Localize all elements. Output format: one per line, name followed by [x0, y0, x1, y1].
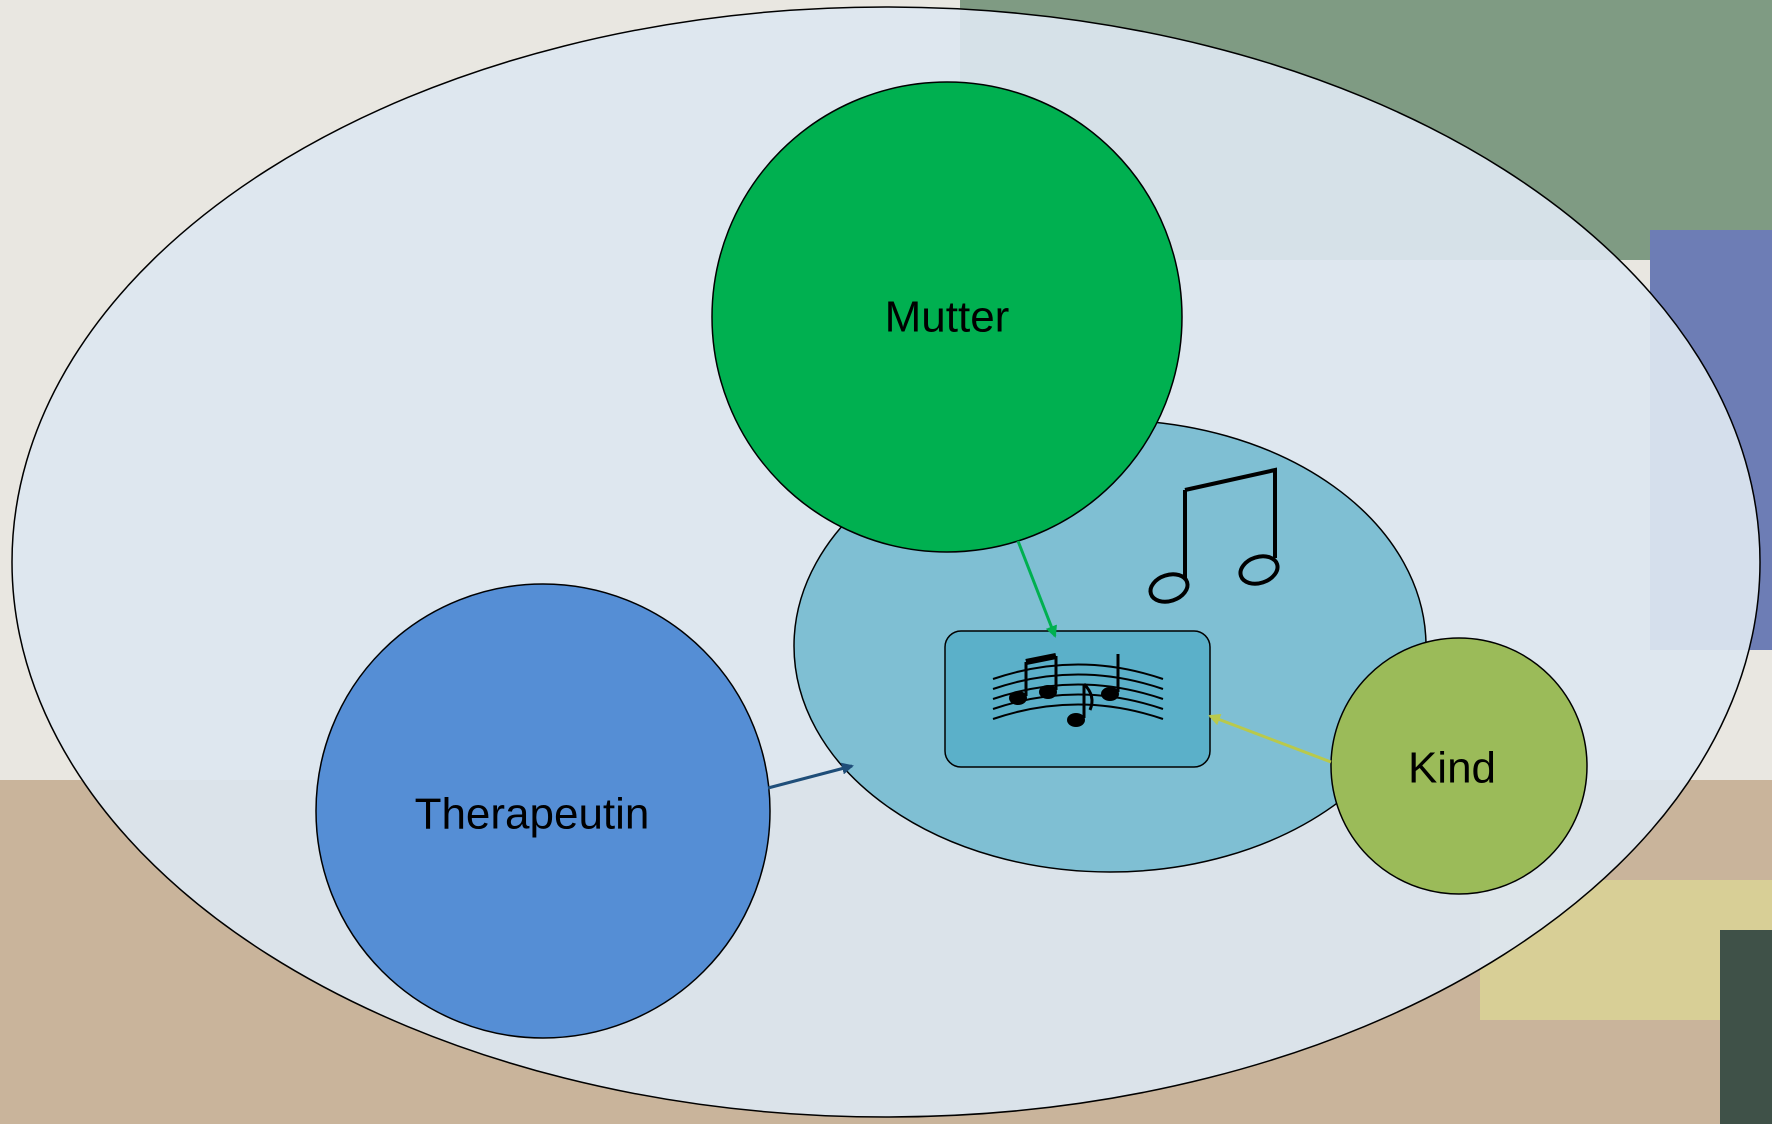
music-box [944, 630, 1211, 768]
therapist-node [315, 583, 771, 1039]
music-staff-icon [992, 653, 1164, 727]
mother-label: Mutter [885, 293, 1010, 342]
therapist-label: Therapeutin [415, 790, 650, 839]
child-node [1330, 637, 1588, 895]
mother-node [711, 81, 1183, 553]
music-notes-icon [1148, 467, 1280, 604]
arrow-therapist-to-shared-space [767, 762, 854, 790]
child-label: Kind [1408, 744, 1496, 793]
arrow-mother-to-music [1016, 540, 1057, 638]
arrow-child-to-music [1208, 713, 1332, 764]
